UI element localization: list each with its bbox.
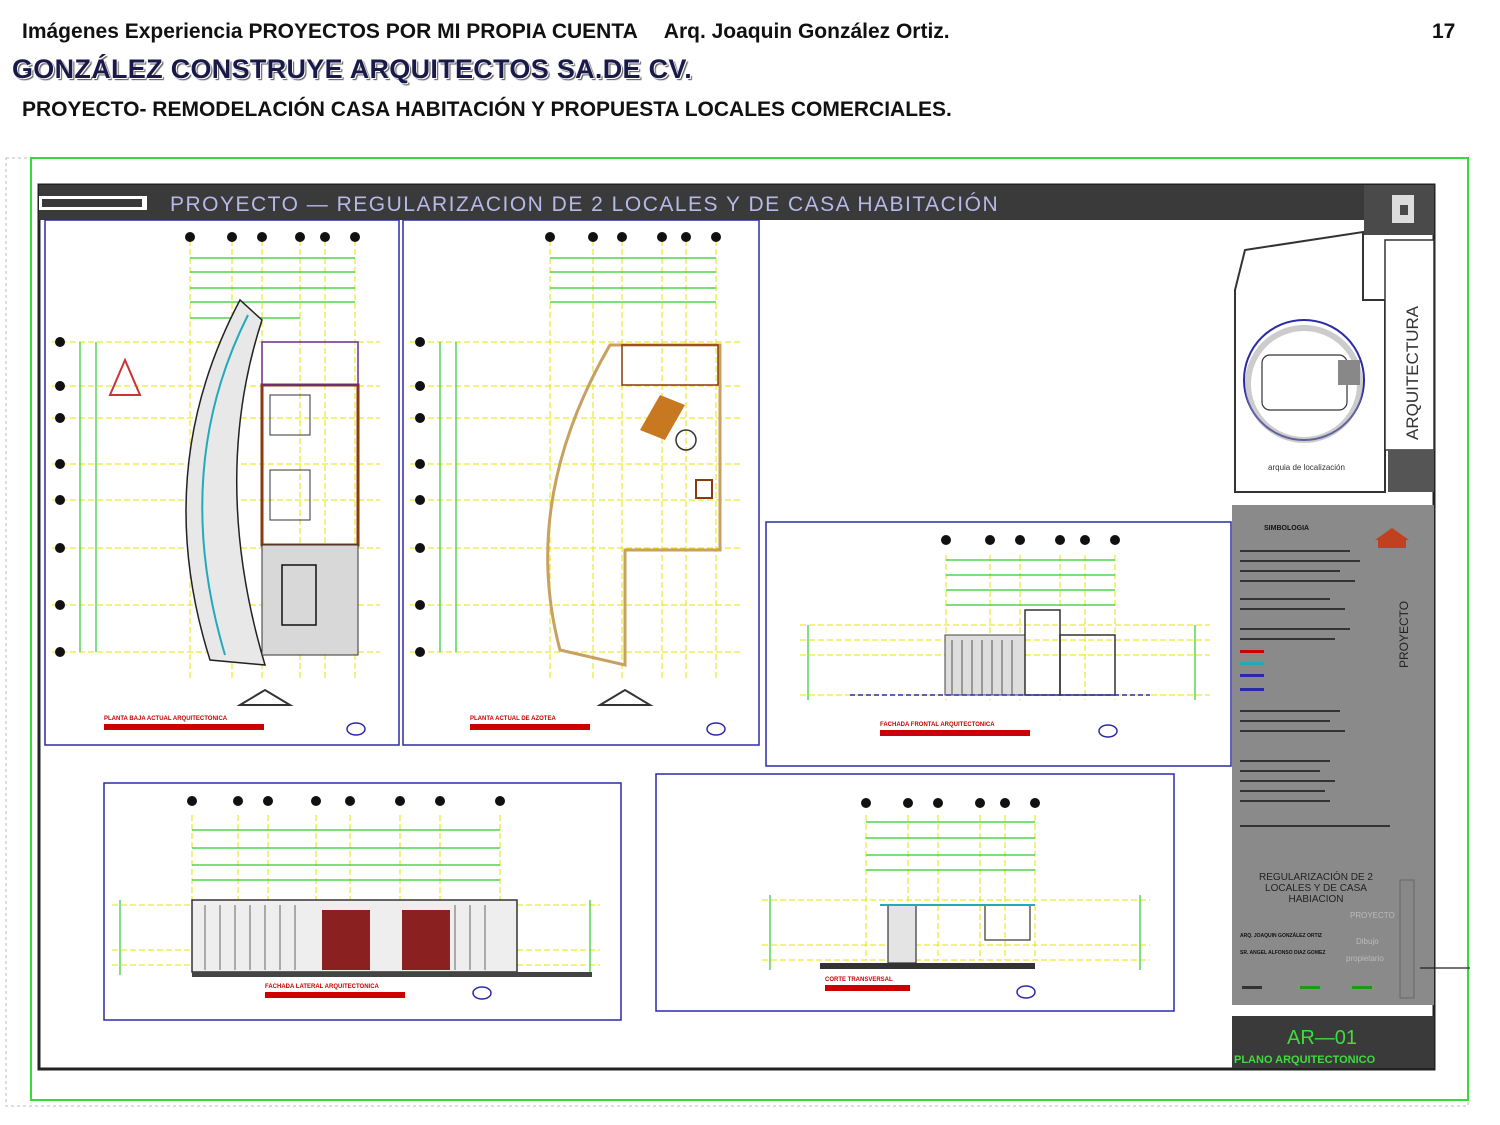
title-banner (39, 185, 1364, 220)
plano-label: PLANO ARQUITECTONICO (1234, 1054, 1376, 1066)
proyecto-vertical: PROYECTO (1397, 601, 1411, 668)
header-line1: Imágenes Experiencia PROYECTOS POR MI PR… (22, 20, 950, 44)
page-number: 17 (1432, 20, 1456, 43)
header-author: Arq. Joaquin González Ortiz. (663, 20, 950, 43)
owner-name: SR. ANGEL ALFONSO DIAZ GOMEZ (1240, 950, 1325, 956)
fachada-frontal-title: FACHADA FRONTAL ARQUITECTONICA (880, 722, 995, 728)
architectural-sheet: PROYECTO — REGULARIZACION DE 2 LOCALES Y… (5, 157, 1470, 1107)
plano-number-block: AR—01 PLANO ARQUITECTONICO (1232, 1016, 1434, 1068)
corte-title: CORTE TRANSVERSAL (825, 977, 893, 983)
project-name-line3: HABIACION (1288, 894, 1343, 905)
planta-azotea-panel: PLANTA ACTUAL DE AZOTEA (402, 219, 760, 746)
location-logo-block: arquia de localización ARQUITECTURA (1230, 230, 1435, 493)
logo-vertical-text: ARQUITECTURA (1403, 305, 1422, 440)
architect-name: ARQ. JOAQUIN GONZÁLEZ ORTIZ (1240, 932, 1322, 939)
fachada-lateral-panel: FACHADA LATERAL ARQUITECTONICA (103, 782, 622, 1021)
legend-panel: SIMBOLOGIA PROYECTO REGULARIZACIÓN DE 2 … (1232, 505, 1434, 1005)
plano-number: AR—01 (1287, 1027, 1357, 1049)
planta-baja-title: PLANTA BAJA ACTUAL ARQUITECTONICA (104, 716, 228, 722)
fachada-frontal-panel: FACHADA FRONTAL ARQUITECTONICA (765, 521, 1232, 767)
propietario-label: propietario (1346, 954, 1384, 963)
project-name-line1: REGULARIZACIÓN DE 2 (1259, 870, 1373, 883)
company-name: GONZÁLEZ CONSTRUYE ARQUITECTOS SA.DE CV. (12, 54, 693, 84)
planta-azotea-title: PLANTA ACTUAL DE AZOTEA (470, 716, 556, 722)
banner-title: PROYECTO — REGULARIZACION DE 2 LOCALES Y… (170, 193, 999, 216)
planta-baja-panel: PLANTA BAJA ACTUAL ARQUITECTONICA (44, 219, 400, 746)
proyecto-small: PROYECTO (1350, 911, 1395, 920)
sheet-green-frame (30, 157, 1469, 1101)
fachada-lateral-title: FACHADA LATERAL ARQUITECTONICA (265, 984, 380, 990)
project-title: PROYECTO- REMODELACIÓN CASA HABITACIÓN Y… (22, 98, 952, 121)
simbologia-label: SIMBOLOGIA (1264, 525, 1309, 532)
header-caption: Imágenes Experiencia PROYECTOS POR MI PR… (22, 20, 638, 43)
project-name-line2: LOCALES Y DE CASA (1265, 883, 1367, 894)
sheet-dotted-border (5, 157, 1469, 1107)
dibujo-label: Dibujo (1356, 937, 1379, 946)
corte-panel: CORTE TRANSVERSAL (655, 773, 1175, 1012)
logo-caption: arquia de localización (1268, 463, 1345, 472)
